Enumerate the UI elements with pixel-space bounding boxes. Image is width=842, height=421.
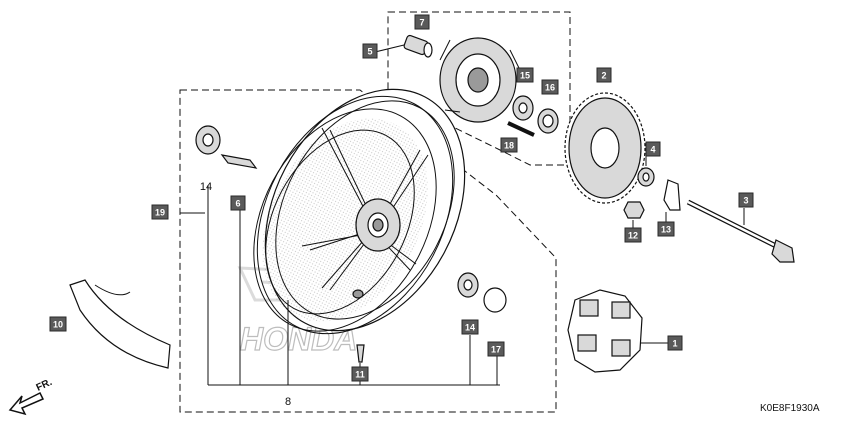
sprocket-nut (623, 201, 645, 219)
final-driven-flange (439, 37, 521, 123)
svg-text:18: 18 (504, 141, 514, 151)
svg-text:3: 3 (743, 196, 748, 206)
svg-text:17: 17 (491, 345, 501, 355)
callout-6: 6 (230, 195, 246, 211)
callout-1: 1 (667, 335, 683, 351)
callout-4: 4 (645, 141, 661, 157)
stud-bolt (507, 121, 535, 137)
flange-collar (403, 34, 433, 58)
figure-code: K0E8F1930A (760, 403, 820, 414)
svg-text:13: 13 (661, 225, 671, 235)
callout-19: 19 (151, 204, 169, 220)
driven-sprocket (564, 92, 646, 204)
svg-text:7: 7 (419, 18, 424, 28)
svg-text:10: 10 (53, 320, 63, 330)
wheel-damper-rubber (567, 289, 643, 373)
leader-lines (180, 44, 745, 386)
svg-text:1: 1 (672, 339, 677, 349)
label-8: 8 (285, 396, 291, 408)
callout-18: 18 (500, 137, 518, 153)
svg-text:15: 15 (520, 71, 530, 81)
oil-seal-17 (483, 287, 507, 313)
callout-17: 17 (487, 341, 505, 357)
distance-collar (220, 154, 258, 169)
callout-16: 16 (541, 79, 559, 95)
label-14-left: 14 (200, 181, 212, 193)
svg-text:5: 5 (367, 47, 372, 57)
svg-text:12: 12 (628, 231, 638, 241)
front-direction-arrow: FR. (8, 377, 54, 416)
callout-11: 11 (351, 366, 369, 382)
callout-12: 12 (624, 227, 642, 243)
tire-valve (356, 344, 365, 363)
callout-10: 10 (49, 316, 67, 332)
callout-7: 7 (414, 14, 430, 30)
callout-2: 2 (596, 67, 612, 83)
svg-text:19: 19 (155, 208, 165, 218)
svg-text:11: 11 (355, 370, 365, 380)
callout-15: 15 (516, 67, 534, 83)
svg-text:16: 16 (545, 83, 555, 93)
svg-text:14: 14 (465, 323, 475, 333)
rear-mudguard-piece (69, 279, 171, 369)
callout-3: 3 (738, 192, 754, 208)
chain-adjuster-plate (663, 179, 681, 211)
rear-axle (686, 199, 795, 263)
wheel-group-outline (179, 89, 557, 413)
rear-wheel (253, 88, 466, 335)
callout-13: 13 (657, 221, 675, 237)
svg-text:4: 4 (650, 145, 655, 155)
callout-5: 5 (362, 43, 378, 59)
svg-text:2: 2 (601, 71, 606, 81)
callout-14-right: 14 (461, 319, 479, 335)
svg-text:6: 6 (235, 199, 240, 209)
svg-text:FR.: FR. (35, 377, 54, 394)
